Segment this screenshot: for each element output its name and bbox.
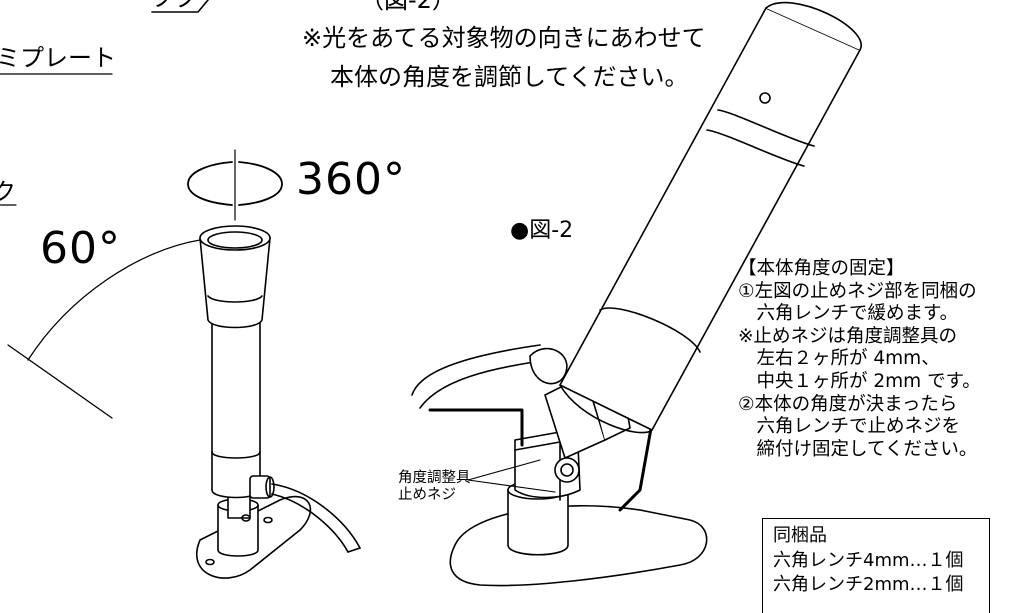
- note-line-2: 本体の角度を調節してください。: [330, 63, 689, 91]
- instructions-title: 【本体角度の固定】: [738, 258, 905, 279]
- included-item: 六角レンチ2mm…１個: [773, 574, 964, 595]
- included-item: 六角レンチ4mm…１個: [773, 549, 964, 571]
- top-leader-lines: [0, 0, 209, 206]
- partial-figure-ref: （図‐2）: [360, 0, 456, 14]
- instruction-line: 左右２ヶ所が 4mm、: [738, 348, 940, 370]
- partial-bracket-label: ク: [0, 178, 16, 206]
- figure-label: ●図‐2: [510, 218, 574, 243]
- callout-line-1: 角度調整具: [398, 470, 471, 486]
- instructions-block: 【本体角度の固定】 ①左図の止めネジ部を同梱の 六角レンチで緩めます。 ※止めネ…: [738, 258, 981, 461]
- note-line-1: ※光をあてる対象物の向きにあわせて: [302, 24, 706, 52]
- callout-line-2: 止めネジ: [398, 487, 456, 503]
- plate-label: ミプレート: [0, 44, 116, 72]
- partial-left-label: ツク: [150, 0, 198, 10]
- instruction-line: ②本体の角度が決まったら: [738, 393, 958, 415]
- tilt-arc: [7, 239, 201, 419]
- instruction-line: 締付け固定してください。: [738, 438, 978, 460]
- instruction-line: 六角レンチで止めネジを: [738, 416, 961, 438]
- instruction-line: ①左図の止めネジ部を同梱の: [738, 280, 977, 302]
- rotation-symbol: [187, 149, 283, 221]
- included-items-box: 同梱品 六角レンチ4mm…１個 六角レンチ2mm…１個: [762, 518, 990, 613]
- callout-leaders: [467, 459, 556, 493]
- instruction-line: 六角レンチで緩めます。: [738, 303, 959, 325]
- instruction-line: 中央１ヶ所が 2mm です。: [738, 370, 981, 392]
- tilt-label: 60°: [40, 223, 121, 274]
- instruction-line: ※止めネジは角度調整具の: [738, 325, 958, 347]
- vertical-lamp: [196, 225, 361, 579]
- tilted-lamp: [411, 1, 862, 587]
- rotation-label: 360°: [296, 154, 406, 205]
- callout-label: 角度調整具 止めネジ: [398, 470, 471, 504]
- included-title: 同梱品: [773, 525, 827, 546]
